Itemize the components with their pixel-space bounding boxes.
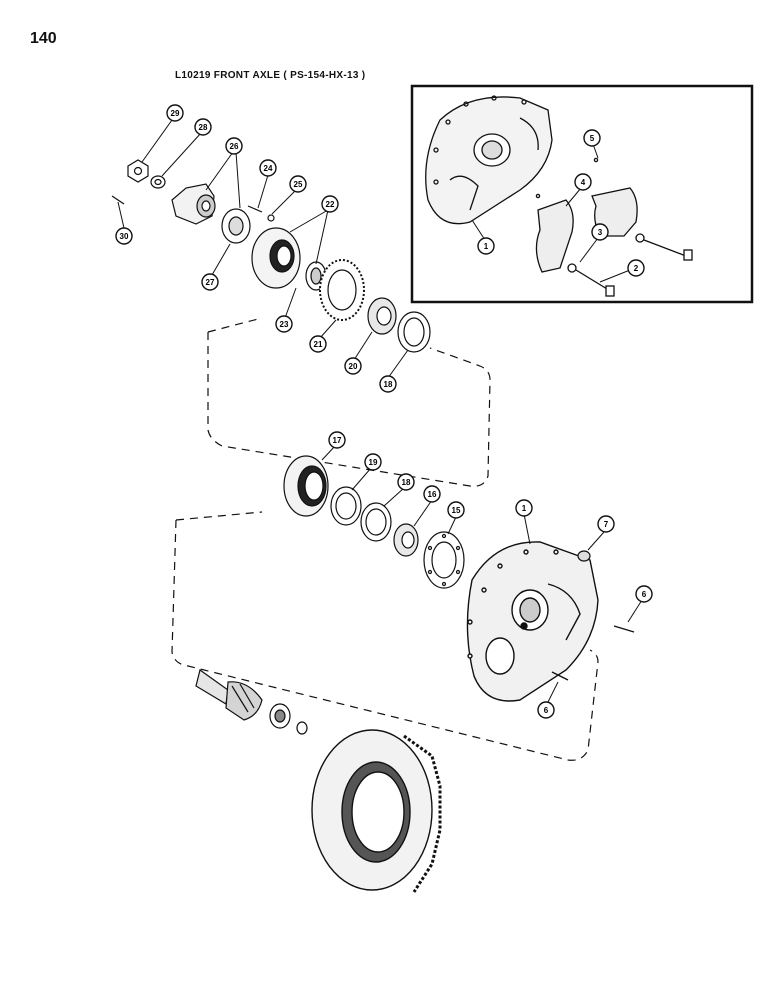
callout-label: 22 xyxy=(326,200,335,209)
callout-label: 26 xyxy=(230,142,239,151)
callout-label: 30 xyxy=(120,232,129,241)
callout-label: 7 xyxy=(604,520,609,529)
dashed-group-upper-left xyxy=(207,317,263,333)
callout-label: 21 xyxy=(314,340,323,349)
callout: 21 xyxy=(309,335,327,353)
callout-label: 23 xyxy=(280,320,289,329)
callout-label: 18 xyxy=(384,380,393,389)
callout-label: 27 xyxy=(206,278,215,287)
drive-pinion xyxy=(195,668,263,721)
callout-label: 28 xyxy=(199,123,208,132)
callout: 16 xyxy=(423,485,441,503)
callout: 18 xyxy=(397,473,415,491)
inset-carrier-housing xyxy=(425,95,553,225)
companion-flange xyxy=(171,183,216,225)
cotter-pin xyxy=(111,195,125,205)
callouts: 29 28 26 24 25 22 30 27 23 21 20 18 17 1… xyxy=(115,104,653,719)
inset-bolts xyxy=(535,157,693,297)
thrust-washer-plate xyxy=(423,531,465,589)
callout: 24 xyxy=(259,159,277,177)
fill-plug xyxy=(577,550,591,562)
inset-frame xyxy=(410,84,754,304)
callout: 2 xyxy=(627,259,645,277)
callout-label: 5 xyxy=(590,134,595,143)
callout: 28 xyxy=(194,118,212,136)
callout-label: 18 xyxy=(402,478,411,487)
callout: 15 xyxy=(447,501,465,519)
snap-ring xyxy=(296,721,308,735)
callout-label: 3 xyxy=(598,228,603,237)
callout: 22 xyxy=(321,195,339,213)
callout-label: 25 xyxy=(294,180,303,189)
callout: 19 xyxy=(364,453,382,471)
callout: 27 xyxy=(201,273,219,291)
page-number: 140 xyxy=(30,30,57,47)
bearing-cup-middle-2 xyxy=(360,502,392,542)
callout: 3 xyxy=(591,223,609,241)
bearing-adjuster xyxy=(283,455,329,517)
callout: 1 xyxy=(477,237,495,255)
callout: 26 xyxy=(225,137,243,155)
callout: 25 xyxy=(289,175,307,193)
callout: 20 xyxy=(344,357,362,375)
carrier-housing xyxy=(466,541,599,702)
callout-label: 16 xyxy=(428,490,437,499)
callout: 6 xyxy=(537,701,555,719)
bearing-cup-middle xyxy=(330,486,362,526)
callout: 18 xyxy=(379,375,397,393)
callout: 1 xyxy=(515,499,533,517)
callout: 4 xyxy=(574,173,592,191)
pinion-nut-and-washer xyxy=(127,159,166,189)
callout: 17 xyxy=(328,431,346,449)
callout-label: 15 xyxy=(452,506,461,515)
callout-label: 20 xyxy=(349,362,358,371)
callout-label: 24 xyxy=(264,164,273,173)
page-title: L10219 FRONT AXLE ( PS-154-HX-13 ) xyxy=(175,70,366,81)
shim-ring xyxy=(319,259,365,321)
callout: 30 xyxy=(115,227,133,245)
pinion-retainer xyxy=(251,227,327,291)
callout: 6 xyxy=(635,585,653,603)
callout-label: 6 xyxy=(642,590,647,599)
callout: 5 xyxy=(583,129,601,147)
callout-label: 19 xyxy=(369,458,378,467)
callout: 7 xyxy=(597,515,615,533)
ring-gear xyxy=(311,729,442,893)
leader-lines xyxy=(117,119,643,705)
dowel-pins xyxy=(551,625,635,681)
callout: 29 xyxy=(166,104,184,122)
callout-label: 29 xyxy=(171,109,180,118)
bearing-cone-middle xyxy=(393,523,419,557)
dashed-group-lower-top xyxy=(175,511,263,521)
callout-label: 4 xyxy=(581,178,586,187)
callout-label: 1 xyxy=(484,242,489,251)
bearing-cup-upper xyxy=(397,311,431,353)
pilot-bearing xyxy=(269,703,291,729)
callout-label: 1 xyxy=(522,504,527,513)
callout-label: 2 xyxy=(634,264,639,273)
oil-seal-and-bolt xyxy=(221,205,275,244)
inset-bearing-caps xyxy=(535,187,638,273)
dashed-group-lower xyxy=(171,519,599,761)
callout: 23 xyxy=(275,315,293,333)
dashed-group-upper xyxy=(207,332,491,487)
pinion-bearing-cone xyxy=(367,297,397,335)
callout-label: 17 xyxy=(333,436,342,445)
callout-label: 6 xyxy=(544,706,549,715)
